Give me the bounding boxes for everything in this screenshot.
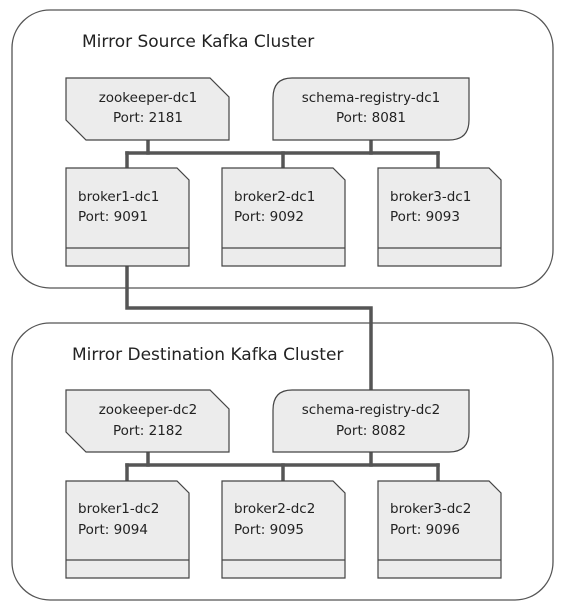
destination-broker-2-node[interactable]: broker2-dc2 Port: 9095 <box>221 480 346 579</box>
mirror-link-line <box>125 264 373 390</box>
destination-broker-1-node[interactable]: broker1-dc2 Port: 9094 <box>65 480 190 579</box>
destination-cluster-title: Mirror Destination Kafka Cluster <box>72 345 343 365</box>
source-schema-registry-name: schema-registry-dc1 <box>302 90 441 106</box>
source-zookeeper-name: zookeeper-dc1 <box>99 90 198 106</box>
destination-broker-3-node[interactable]: broker3-dc2 Port: 9096 <box>377 480 502 579</box>
source-schema-registry-node[interactable]: schema-registry-dc1 Port: 8081 <box>272 77 470 141</box>
source-zookeeper-node[interactable]: zookeeper-dc1 Port: 2181 <box>65 77 230 141</box>
source-broker-1-name: broker1-dc1 <box>78 189 159 205</box>
source-broker-1-node[interactable]: broker1-dc1 Port: 9091 <box>65 167 190 267</box>
destination-broker-2-name: broker2-dc2 <box>234 501 315 517</box>
source-zookeeper-port: Port: 2181 <box>113 110 183 126</box>
source-broker-1-port: Port: 9091 <box>78 209 148 225</box>
destination-schema-registry-port: Port: 8082 <box>336 423 406 439</box>
destination-broker-3-name: broker3-dc2 <box>390 501 471 517</box>
destination-zookeeper-port: Port: 2182 <box>113 423 183 439</box>
destination-broker-2-shape <box>221 480 346 579</box>
destination-zookeeper-node[interactable]: zookeeper-dc2 Port: 2182 <box>65 389 230 453</box>
destination-broker-1-name: broker1-dc2 <box>78 501 159 517</box>
source-schema-registry-port: Port: 8081 <box>336 110 406 126</box>
source-cluster-title: Mirror Source Kafka Cluster <box>82 32 314 52</box>
destination-broker-3-shape <box>377 480 502 579</box>
destination-broker-2-port: Port: 9095 <box>234 522 304 538</box>
source-broker-2-node[interactable]: broker2-dc1 Port: 9092 <box>221 167 346 267</box>
destination-schema-registry-name: schema-registry-dc2 <box>302 402 441 418</box>
source-schema-registry-shape <box>272 77 470 141</box>
destination-broker-1-port: Port: 9094 <box>78 522 148 538</box>
connections <box>125 138 440 483</box>
source-broker-2-port: Port: 9092 <box>234 209 304 225</box>
source-broker-3-node[interactable]: broker3-dc1 Port: 9093 <box>377 167 502 267</box>
source-zookeeper-shape <box>65 77 230 141</box>
destination-schema-registry-shape <box>272 389 470 453</box>
source-broker-2-name: broker2-dc1 <box>234 189 315 205</box>
destination-schema-registry-node[interactable]: schema-registry-dc2 Port: 8082 <box>272 389 470 453</box>
source-broker-3-shape <box>377 167 502 267</box>
source-broker-2-shape <box>221 167 346 267</box>
destination-zookeeper-name: zookeeper-dc2 <box>99 402 198 418</box>
source-broker-3-name: broker3-dc1 <box>390 189 471 205</box>
destination-zookeeper-shape <box>65 389 230 453</box>
source-broker-3-port: Port: 9093 <box>390 209 460 225</box>
destination-broker-3-port: Port: 9096 <box>390 522 460 538</box>
source-broker-1-shape <box>65 167 190 267</box>
destination-broker-1-shape <box>65 480 190 579</box>
